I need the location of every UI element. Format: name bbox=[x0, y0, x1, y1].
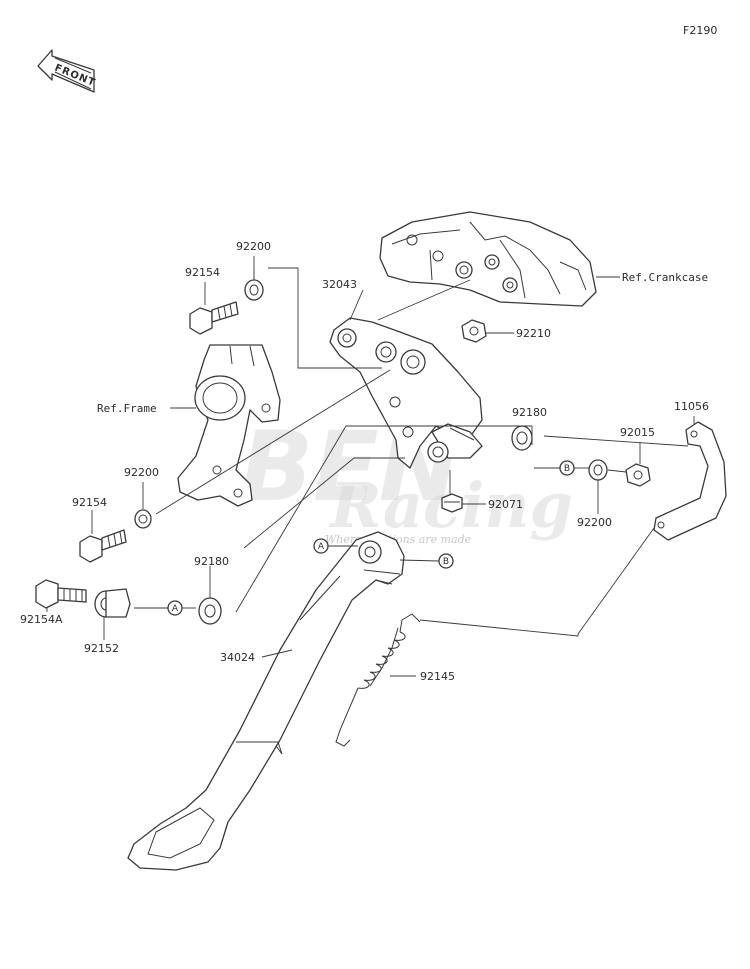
label-92200-top: 92200 bbox=[236, 240, 271, 253]
label-92154-top: 92154 bbox=[185, 266, 220, 279]
front-arrow-icon: FRONT bbox=[37, 49, 97, 93]
label-92200-left: 92200 bbox=[124, 466, 159, 479]
part-92152-collar bbox=[94, 588, 131, 618]
part-92071-bolt bbox=[441, 493, 463, 513]
label-92154-mid: 92154 bbox=[72, 496, 107, 509]
part-92145-spring bbox=[335, 613, 421, 747]
label-34024: 34024 bbox=[220, 651, 255, 664]
label-92180-left: 92180 bbox=[194, 555, 229, 568]
part-92180-right-washer bbox=[511, 425, 533, 451]
ref-crankcase-label: Ref.Crankcase bbox=[622, 271, 708, 284]
part-92015-nut bbox=[625, 463, 651, 487]
part-92154A-bolt bbox=[35, 579, 87, 609]
marker-b-right-label: B bbox=[564, 464, 570, 474]
label-11056: 11056 bbox=[674, 400, 709, 413]
part-32043-bracket bbox=[329, 317, 483, 469]
part-92200-right-washer bbox=[588, 459, 608, 481]
part-92154-mid-bolt bbox=[79, 529, 127, 563]
label-92200-right: 92200 bbox=[577, 516, 612, 529]
part-92200-top-washer bbox=[244, 279, 264, 301]
label-92015: 92015 bbox=[620, 426, 655, 439]
marker-b-center-label: B bbox=[443, 557, 449, 567]
crankcase-ref-drawing bbox=[379, 211, 597, 307]
label-92145: 92145 bbox=[420, 670, 455, 683]
ref-frame-label: Ref.Frame bbox=[97, 402, 157, 415]
figure-code: F2190 bbox=[683, 24, 717, 37]
label-32043: 32043 bbox=[322, 278, 357, 291]
label-92152: 92152 bbox=[84, 642, 119, 655]
marker-a-center-label: A bbox=[318, 542, 325, 552]
part-92210-nut bbox=[461, 319, 487, 343]
marker-a-left-label: A bbox=[172, 604, 179, 614]
label-92210: 92210 bbox=[516, 327, 551, 340]
part-34024-side-stand bbox=[127, 531, 405, 871]
label-92180-right: 92180 bbox=[512, 406, 547, 419]
label-92154A: 92154A bbox=[20, 613, 63, 626]
part-92180-left-washer bbox=[198, 597, 222, 625]
part-92200-left-washer bbox=[134, 509, 152, 529]
part-11056-bracket bbox=[653, 421, 727, 541]
frame-ref-drawing bbox=[177, 344, 281, 507]
label-92071: 92071 bbox=[488, 498, 523, 511]
part-92154-top-bolt bbox=[189, 301, 239, 335]
